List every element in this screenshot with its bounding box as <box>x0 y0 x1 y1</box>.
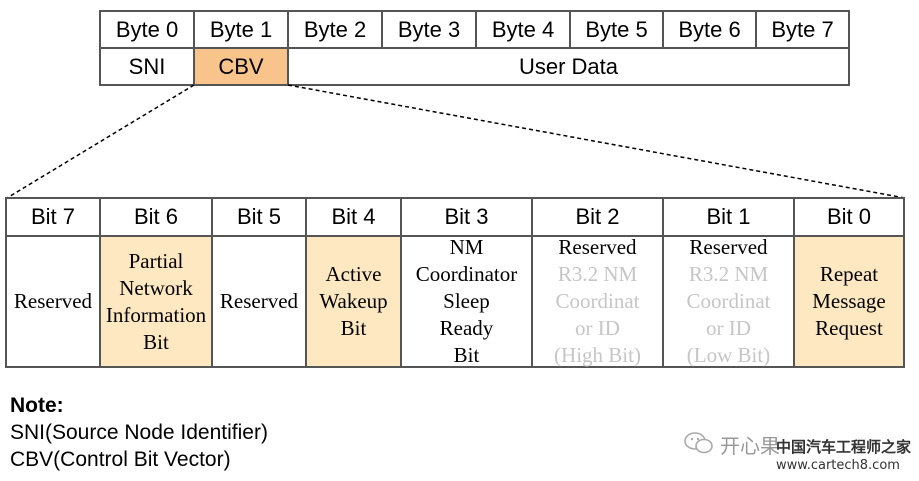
byte-header-5: Byte 5 <box>569 10 664 49</box>
watermark-name: 开心果 <box>720 434 780 458</box>
bit2-grey-line: or ID <box>575 316 620 340</box>
byte-header-6: Byte 6 <box>662 10 757 49</box>
bit6-line: Network <box>119 275 193 300</box>
bit-cell-3: NM Coordinator Sleep Ready Bit <box>400 235 533 368</box>
bit1-grey-line: R3.2 NM <box>688 262 769 286</box>
byte-header-0: Byte 0 <box>99 10 195 49</box>
bit0-line: Message <box>812 289 886 313</box>
bit6-line: Partial <box>128 248 184 273</box>
bit4-line: Bit <box>340 316 367 340</box>
bit-cell-7: Reserved <box>5 235 101 368</box>
byte-cell-cbv: CBV <box>193 47 289 86</box>
bit0-line: Repeat <box>819 262 879 286</box>
expansion-line-left <box>6 84 195 199</box>
bit3-line: Sleep <box>443 289 490 313</box>
bit-header-3: Bit 3 <box>400 197 533 237</box>
bit-header-1: Bit 1 <box>662 197 795 237</box>
bit2-grey-line: Coordinat <box>555 289 640 313</box>
bit7-line: Reserved <box>13 289 93 313</box>
bit-cell-5: Reserved <box>211 235 307 368</box>
bit0-line: Request <box>815 316 883 340</box>
bit3-line: NM <box>449 235 484 259</box>
bit2-line: Reserved <box>558 235 637 259</box>
byte-cell-sni: SNI <box>99 47 195 86</box>
bit-cell-1: Reserved R3.2 NM Coordinat or ID (Low Bi… <box>662 235 795 368</box>
bit-cell-4: Active Wakeup Bit <box>305 235 402 368</box>
bit1-grey-line: (Low Bit) <box>686 343 771 367</box>
bit-cell-2: Reserved R3.2 NM Coordinat or ID (High B… <box>531 235 664 368</box>
bit3-line: Bit <box>453 343 480 367</box>
byte-header-7: Byte 7 <box>755 10 850 49</box>
note-sni: SNI(Source Node Identifier) <box>10 421 268 444</box>
bit5-line: Reserved <box>219 289 299 313</box>
bit6-line: Information <box>105 302 207 327</box>
bit-cell-6: Partial Network Information Bit <box>99 235 213 368</box>
bit3-line: Ready <box>439 316 494 340</box>
byte-header-3: Byte 3 <box>381 10 477 49</box>
bit3-line: Coordinator <box>415 262 518 286</box>
bit1-line: Reserved <box>689 235 768 259</box>
bit1-grey-line: or ID <box>706 316 751 340</box>
bit2-grey-line: R3.2 NM <box>557 262 638 286</box>
bit-header-6: Bit 6 <box>99 197 213 237</box>
bit-header-5: Bit 5 <box>211 197 307 237</box>
bit2-grey-line: (High Bit) <box>554 343 641 367</box>
bit-cell-0: Repeat Message Request <box>793 235 905 368</box>
note-cbv: CBV(Control Bit Vector) <box>10 448 231 471</box>
bit-header-4: Bit 4 <box>305 197 402 237</box>
bit4-line: Active <box>325 262 382 286</box>
expansion-line-right <box>287 84 906 199</box>
bit-header-2: Bit 2 <box>531 197 664 237</box>
note-title: Note: <box>10 394 64 417</box>
watermark-site-cn: 中国汽车工程师之家 <box>776 438 912 456</box>
watermark-url: www.cartech8.com <box>776 458 900 473</box>
bit4-line: Wakeup <box>319 289 388 313</box>
byte-header-4: Byte 4 <box>475 10 571 49</box>
bit-header-7: Bit 7 <box>5 197 101 237</box>
bit1-grey-line: Coordinat <box>686 289 771 313</box>
bit6-line: Bit <box>143 329 169 354</box>
byte-cell-user-data: User Data <box>287 47 850 86</box>
bit-header-0: Bit 0 <box>793 197 905 237</box>
wechat-icon <box>684 432 713 454</box>
